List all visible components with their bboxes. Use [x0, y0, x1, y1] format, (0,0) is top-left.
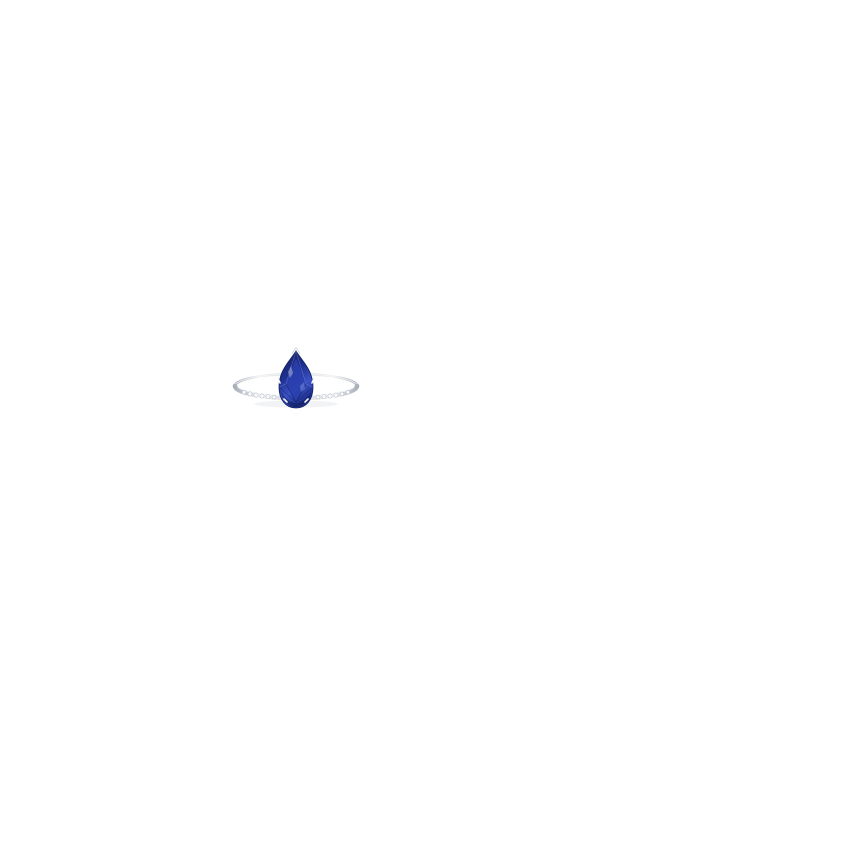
sapphire-ring-graphic	[232, 347, 360, 409]
prong-bottom-right	[304, 398, 309, 403]
sapphire-gem	[278, 350, 314, 409]
gem-sparkle	[300, 382, 305, 392]
pave-diamond	[259, 393, 265, 399]
gem-sparkle	[288, 366, 293, 378]
gem-pavilion-shade	[280, 390, 312, 407]
pave-diamond	[321, 394, 327, 400]
prong-edge	[291, 347, 297, 354]
pave-diamond	[327, 393, 333, 399]
prong-side-left	[277, 377, 281, 384]
sapphire-ring-photo	[230, 342, 362, 420]
prongs	[277, 347, 315, 403]
prong-shadows	[291, 347, 301, 354]
gem-facet-line	[278, 386, 314, 403]
prong-tip-left	[291, 347, 297, 355]
pave-diamond	[271, 394, 277, 400]
pave-diamonds-left	[241, 390, 277, 400]
pave-diamond	[253, 392, 259, 398]
pave-diamonds-right	[315, 390, 351, 400]
prong-tip-right	[295, 347, 301, 355]
pave-diamond	[315, 394, 321, 400]
pave-diamond	[345, 390, 351, 395]
pave-diamond	[333, 392, 339, 398]
gem-table-facet	[286, 358, 306, 402]
pave-diamond	[241, 390, 247, 395]
pave-diamond	[339, 391, 345, 397]
pave-diamond	[265, 394, 271, 400]
prong-bottom-left	[283, 398, 288, 403]
prong-edge	[295, 347, 301, 354]
prong-side-right	[311, 377, 315, 384]
pave-diamond	[247, 391, 253, 397]
